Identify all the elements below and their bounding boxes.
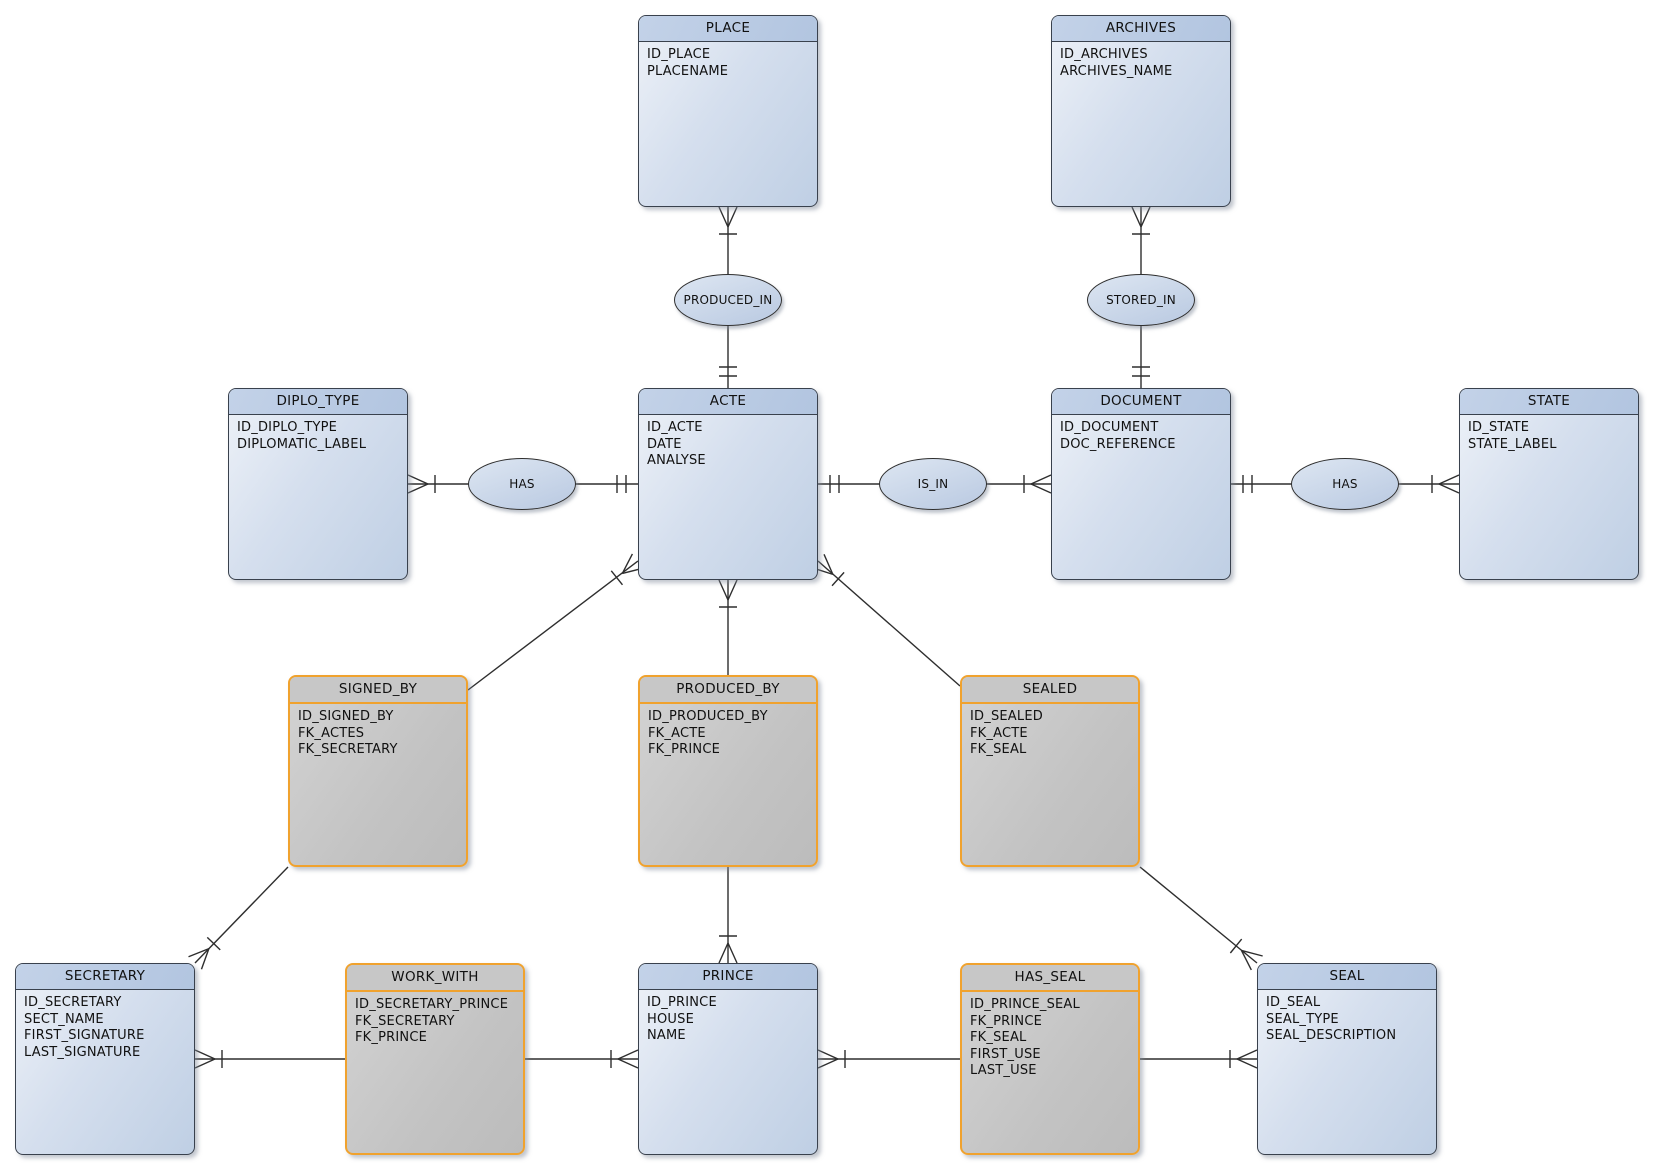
junction-title: HAS_SEAL bbox=[962, 965, 1138, 992]
attribute: SEAL_DESCRIPTION bbox=[1266, 1028, 1397, 1043]
attribute: ID_SIGNED_BY bbox=[298, 709, 394, 724]
connector-sealed-seal bbox=[1139, 866, 1258, 964]
entity-title: ARCHIVES bbox=[1052, 16, 1230, 42]
attribute: SEAL_TYPE bbox=[1266, 1011, 1339, 1027]
attribute: ID_DIPLO_TYPE bbox=[237, 420, 338, 435]
attribute: HOUSE bbox=[647, 1011, 694, 1027]
attribute: ID_SEAL bbox=[1266, 995, 1321, 1010]
attribute: FK_SECRETARY bbox=[355, 1013, 455, 1029]
entity-title: PRINCE bbox=[639, 964, 817, 990]
attribute: SECT_NAME bbox=[24, 1011, 104, 1027]
connector-signedby-secretary bbox=[194, 866, 289, 964]
entity-title: STATE bbox=[1460, 389, 1638, 415]
relationship-label: IS_IN bbox=[917, 477, 949, 491]
attribute: ID_PLACE bbox=[647, 47, 711, 62]
junction-title: PRODUCED_BY bbox=[640, 677, 816, 704]
relationship-label: STORED_IN bbox=[1106, 293, 1176, 307]
entity-title: SEAL bbox=[1258, 964, 1436, 990]
attribute: LAST_USE bbox=[970, 1063, 1037, 1078]
junction-has-seal[interactable]: HAS_SEAL ID_PRINCE_SEAL FK_PRINCE FK_SEA… bbox=[960, 963, 1140, 1155]
attribute: FK_SECRETARY bbox=[298, 742, 398, 757]
attribute: ID_ARCHIVES bbox=[1060, 47, 1148, 62]
entity-diplo-type[interactable]: DIPLO_TYPE ID_DIPLO_TYPE DIPLOMATIC_LABE… bbox=[228, 388, 408, 580]
attribute: ID_PRINCE_SEAL bbox=[970, 997, 1080, 1012]
attribute: ID_DOCUMENT bbox=[1060, 420, 1159, 435]
attribute: ID_PRINCE bbox=[647, 995, 717, 1010]
attribute: FIRST_SIGNATURE bbox=[24, 1028, 145, 1043]
attribute: ID_SECRETARY bbox=[24, 995, 122, 1010]
attribute: PLACENAME bbox=[647, 63, 729, 79]
attribute: ID_PRODUCED_BY bbox=[648, 709, 768, 724]
junction-signed-by[interactable]: SIGNED_BY ID_SIGNED_BY FK_ACTES FK_SECRE… bbox=[288, 675, 468, 867]
entity-seal[interactable]: SEAL ID_SEAL SEAL_TYPE SEAL_DESCRIPTION bbox=[1257, 963, 1437, 1155]
junction-work-with[interactable]: WORK_WITH ID_SECRETARY_PRINCE FK_SECRETA… bbox=[345, 963, 525, 1155]
entity-title: ACTE bbox=[639, 389, 817, 415]
relationship-label: HAS bbox=[509, 477, 535, 491]
attribute: DATE bbox=[647, 436, 682, 452]
relationship-is-in[interactable]: IS_IN bbox=[879, 458, 987, 510]
relationship-label: PRODUCED_IN bbox=[683, 293, 773, 307]
attribute: ARCHIVES_NAME bbox=[1060, 63, 1173, 79]
attribute: FK_ACTE bbox=[970, 725, 1028, 741]
junction-title: SIGNED_BY bbox=[290, 677, 466, 704]
attribute: FK_PRINCE bbox=[970, 1013, 1043, 1029]
entity-title: DIPLO_TYPE bbox=[229, 389, 407, 415]
relationship-has-state[interactable]: HAS bbox=[1291, 458, 1399, 510]
relationship-produced-in[interactable]: PRODUCED_IN bbox=[674, 274, 782, 326]
attribute: ID_SEALED bbox=[970, 709, 1043, 724]
attribute: ID_STATE bbox=[1468, 420, 1530, 435]
entity-title: PLACE bbox=[639, 16, 817, 42]
attribute: FK_PRINCE bbox=[355, 1030, 428, 1045]
attribute: ANALYSE bbox=[647, 453, 706, 468]
attribute: DIPLOMATIC_LABEL bbox=[237, 436, 367, 452]
junction-produced-by[interactable]: PRODUCED_BY ID_PRODUCED_BY FK_ACTE FK_PR… bbox=[638, 675, 818, 867]
relationship-stored-in[interactable]: STORED_IN bbox=[1087, 274, 1195, 326]
entity-document[interactable]: DOCUMENT ID_DOCUMENT DOC_REFERENCE bbox=[1051, 388, 1231, 580]
attribute: FK_ACTE bbox=[648, 725, 706, 741]
entity-acte[interactable]: ACTE ID_ACTE DATE ANALYSE bbox=[638, 388, 818, 580]
attribute: FK_PRINCE bbox=[648, 742, 721, 757]
attribute: LAST_SIGNATURE bbox=[24, 1044, 141, 1060]
entity-title: DOCUMENT bbox=[1052, 389, 1230, 415]
entity-secretary[interactable]: SECRETARY ID_SECRETARY SECT_NAME FIRST_S… bbox=[15, 963, 195, 1155]
attribute: FIRST_USE bbox=[970, 1046, 1041, 1062]
entity-state[interactable]: STATE ID_STATE STATE_LABEL bbox=[1459, 388, 1639, 580]
relationship-has-diplo[interactable]: HAS bbox=[468, 458, 576, 510]
entity-prince[interactable]: PRINCE ID_PRINCE HOUSE NAME bbox=[638, 963, 818, 1155]
connector-acte-signedby bbox=[467, 560, 639, 691]
entity-title: SECRETARY bbox=[16, 964, 194, 990]
junction-sealed[interactable]: SEALED ID_SEALED FK_ACTE FK_SEAL bbox=[960, 675, 1140, 867]
attribute: FK_ACTES bbox=[298, 725, 365, 741]
junction-title: WORK_WITH bbox=[347, 965, 523, 992]
attribute: FK_SEAL bbox=[970, 1030, 1027, 1045]
attribute: DOC_REFERENCE bbox=[1060, 436, 1176, 452]
entity-place[interactable]: PLACE ID_PLACE PLACENAME bbox=[638, 15, 818, 207]
entity-archives[interactable]: ARCHIVES ID_ARCHIVES ARCHIVES_NAME bbox=[1051, 15, 1231, 207]
attribute: STATE_LABEL bbox=[1468, 436, 1557, 452]
attribute: ID_ACTE bbox=[647, 420, 703, 435]
connector-acte-sealed bbox=[817, 560, 961, 687]
relationship-label: HAS bbox=[1332, 477, 1358, 491]
junction-title: SEALED bbox=[962, 677, 1138, 704]
attribute: ID_SECRETARY_PRINCE bbox=[355, 997, 509, 1012]
attribute: NAME bbox=[647, 1028, 686, 1043]
attribute: FK_SEAL bbox=[970, 742, 1027, 757]
